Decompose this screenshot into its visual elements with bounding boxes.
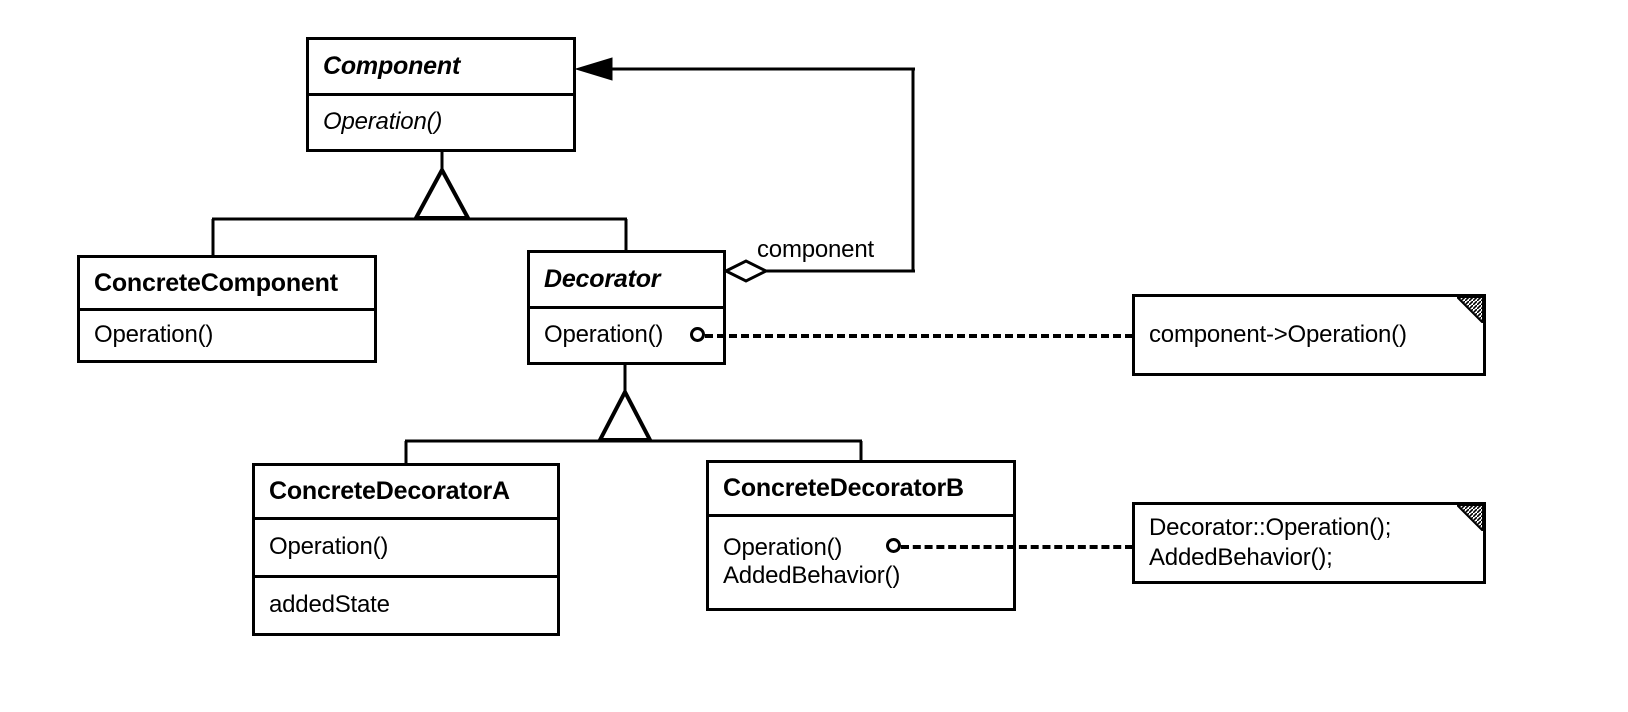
- class-component-operation-0: Operation(): [323, 108, 443, 136]
- generalization-triangle-decorator: [596, 387, 654, 442]
- class-concrete-decorator-b-name: ConcreteDecoratorB: [723, 473, 964, 502]
- class-concrete-component-name-compartment: ConcreteComponent: [80, 258, 374, 308]
- class-component-operations-compartment: Operation(): [309, 93, 573, 149]
- generalization-triangle-component: [412, 165, 472, 220]
- class-decorator-operation-0: Operation(): [544, 321, 664, 349]
- aggregation-diamond: [722, 259, 770, 283]
- note-link-decorator: [705, 334, 1133, 338]
- class-concrete-component-operations-compartment: Operation(): [80, 308, 374, 360]
- note-concrete-decorator-b-operation-line-1: AddedBehavior();: [1149, 544, 1333, 571]
- note-anchor-socket-concrete-decorator-b: [886, 538, 901, 553]
- note-concrete-decorator-b-operation[interactable]: Decorator::Operation(); AddedBehavior();: [1132, 502, 1486, 584]
- note-decorator-operation[interactable]: component->Operation(): [1132, 294, 1486, 376]
- class-concrete-component-operation-0: Operation(): [94, 321, 214, 349]
- note-decorator-operation-line-0: component->Operation(): [1149, 321, 1407, 348]
- class-concrete-decorator-b-name-compartment: ConcreteDecoratorB: [709, 463, 1013, 514]
- class-concrete-decorator-a-attribute-0: addedState: [269, 591, 390, 619]
- class-concrete-component-name: ConcreteComponent: [94, 268, 338, 297]
- class-component-name: Component: [323, 52, 461, 81]
- class-decorator-operations-compartment: Operation(): [530, 306, 723, 362]
- class-concrete-decorator-a[interactable]: ConcreteDecoratorA Operation() addedStat…: [252, 463, 560, 636]
- class-decorator-name: Decorator: [544, 265, 661, 294]
- note-anchor-socket-decorator: [690, 327, 705, 342]
- class-concrete-decorator-a-operation-0: Operation(): [269, 533, 389, 561]
- class-concrete-decorator-a-name-compartment: ConcreteDecoratorA: [255, 466, 557, 517]
- class-concrete-decorator-a-operations-compartment: Operation(): [255, 517, 557, 575]
- class-concrete-decorator-b-operation-1: AddedBehavior(): [723, 562, 901, 590]
- note-concrete-decorator-b-operation-line-0: Decorator::Operation();: [1149, 514, 1392, 541]
- class-concrete-decorator-a-name: ConcreteDecoratorA: [269, 477, 510, 505]
- class-decorator[interactable]: Decorator Operation(): [527, 250, 726, 365]
- association-label-component: component: [757, 236, 874, 263]
- class-concrete-decorator-a-attributes-compartment: addedState: [255, 575, 557, 633]
- aggregation-arrowhead: [574, 57, 613, 81]
- note-link-concrete-decorator-b: [901, 545, 1133, 549]
- class-concrete-decorator-b-operations-compartment: Operation() AddedBehavior(): [709, 513, 1013, 608]
- class-concrete-decorator-b-operation-0: Operation(): [723, 533, 843, 561]
- class-component[interactable]: Component Operation(): [306, 37, 576, 152]
- class-decorator-name-compartment: Decorator: [530, 253, 723, 306]
- class-concrete-decorator-b[interactable]: ConcreteDecoratorB Operation() AddedBeha…: [706, 460, 1016, 611]
- class-concrete-component[interactable]: ConcreteComponent Operation(): [77, 255, 377, 363]
- class-component-name-compartment: Component: [309, 40, 573, 93]
